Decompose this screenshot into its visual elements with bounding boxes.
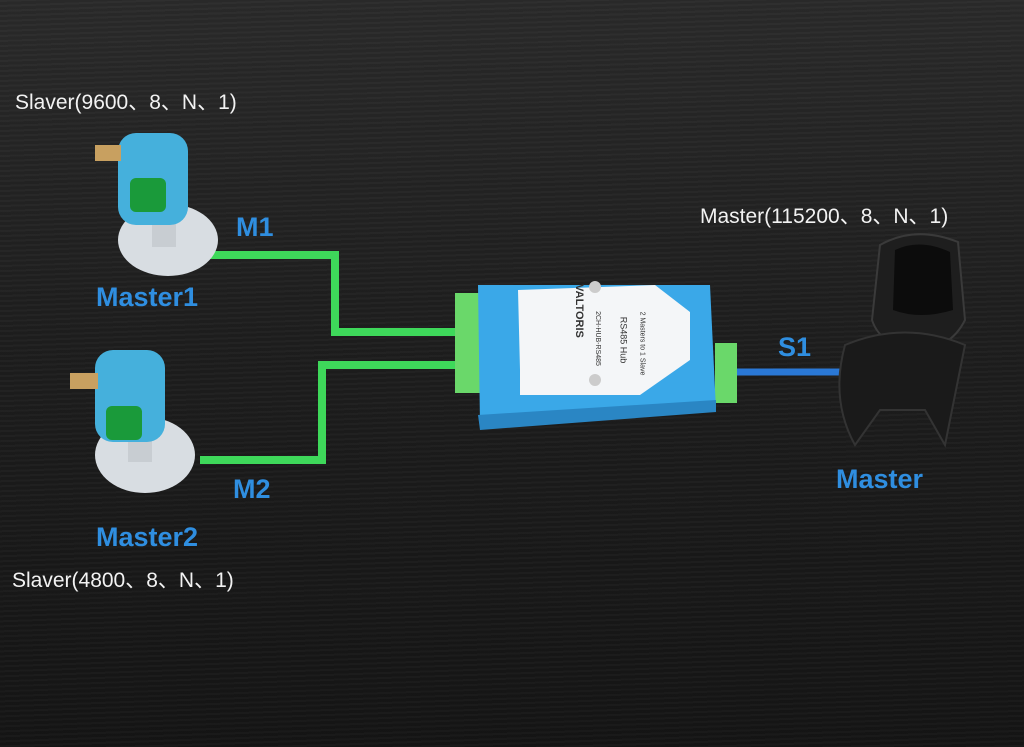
rs485-hub-icon	[455, 281, 737, 430]
cable-m1	[205, 251, 470, 336]
label-m1: M1	[236, 212, 274, 242]
slave2-config: Slaver(4800、8、N、1)	[12, 569, 234, 592]
slave1-config: Slaver(9600、8、N、1)	[15, 91, 237, 114]
master-device-icon	[838, 233, 967, 448]
master-config: Master(115200、8、N、1)	[700, 205, 949, 228]
device-model: 2CH-HUB-RS485	[593, 311, 601, 366]
label-master: Master	[836, 464, 924, 494]
label-master1: Master1	[96, 282, 199, 312]
transmitter-2-icon	[70, 350, 195, 493]
label-master2: Master2	[96, 522, 199, 552]
device-name: RS485 Hub	[618, 316, 629, 364]
device-subtitle: 2 Masters to 1 Slave	[638, 311, 646, 376]
cable-m2	[200, 361, 470, 464]
label-m2: M2	[233, 474, 271, 504]
transmitter-1-icon	[95, 133, 218, 276]
device-brand: VALTORIS	[572, 284, 585, 338]
label-s1: S1	[778, 332, 812, 362]
